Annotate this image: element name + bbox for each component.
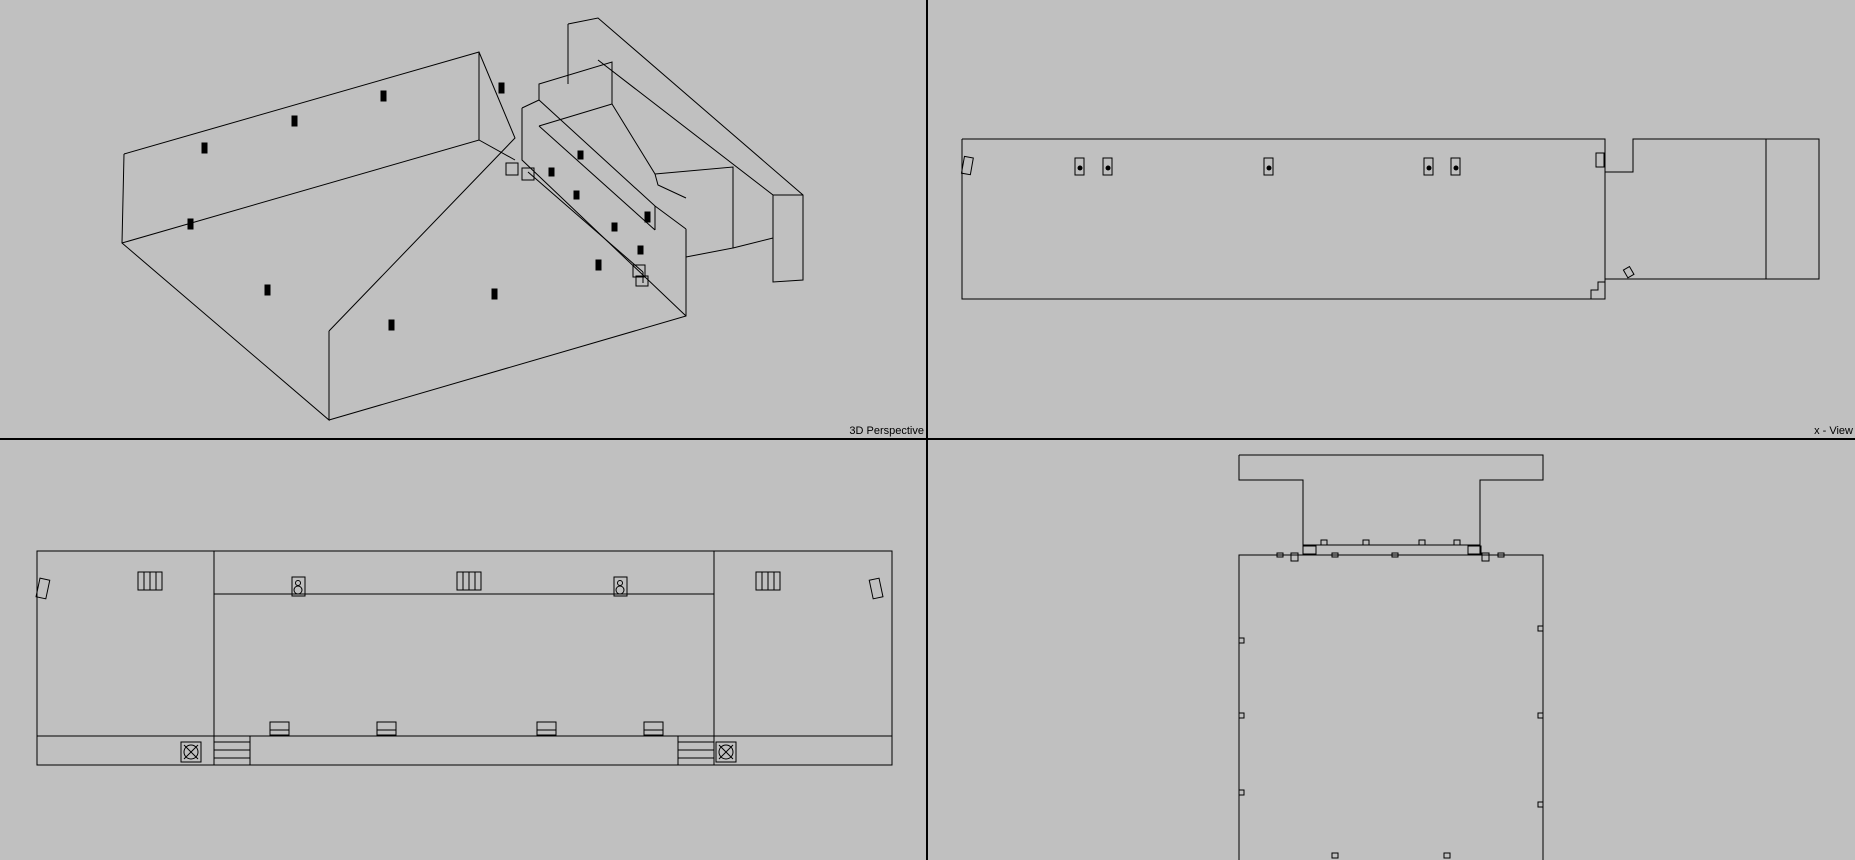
light-fixture-icon [638,246,643,254]
viewport-front-view[interactable] [0,440,926,860]
viewport-x-view[interactable]: x - View [928,0,1855,438]
viewport-label-x-view: x - View [1814,425,1853,437]
front-view-wireframe [0,440,926,860]
light-fixture-icon [596,260,601,270]
light-fixture-icon [1538,626,1543,631]
speaker-icon [1451,158,1460,175]
vent-icon [636,276,648,286]
light-fixture-icon [1454,540,1460,545]
fan-icon [716,742,736,762]
light-fixture-icon [1538,713,1543,718]
speaker-icon [292,577,305,596]
door-icon [961,156,973,174]
light-fixture-icon [292,116,297,126]
door-icon [36,578,50,599]
light-fixture-icon [1332,853,1338,858]
light-fixture-icon [1363,540,1369,545]
light-fixture-icon [202,143,207,153]
fan-icon [181,742,201,762]
light-fixture-icon [1277,553,1283,557]
light-fixture-icon [1332,553,1338,557]
light-fixture-icon [377,722,396,735]
light-fixture-icon [574,191,579,199]
speaker-icon [1103,158,1112,175]
light-fixture-icon [1239,713,1244,718]
viewport-top-view[interactable] [928,440,1855,860]
light-fixture-icon [389,320,394,330]
vent-icon [522,168,534,180]
light-fixture-icon [1538,802,1543,807]
light-fixture-icon [1239,790,1244,795]
light-fixture-icon [1321,540,1327,545]
light-fixture-icon [645,212,650,222]
viewport-label-3d-perspective: 3D Perspective [849,425,924,437]
speaker-icon [1075,158,1084,175]
door-icon [633,265,645,277]
light-fixture-icon [265,285,270,295]
light-fixture-icon [612,223,617,231]
vertical-splitter[interactable] [926,0,928,860]
speaker-icon [1264,158,1273,175]
light-fixture-icon [1392,553,1398,557]
top-view-wireframe [928,440,1855,860]
door-icon [506,163,518,175]
light-fixture-icon [1239,638,1244,643]
vent-icon [1291,553,1298,561]
speaker-icon [614,577,627,596]
light-fixture-icon [270,722,289,735]
perspective-wireframe [0,0,926,438]
light-fixture-icon [644,722,663,735]
light-fixture-icon [1498,553,1504,557]
x-view-wireframe [928,0,1855,438]
light-fixture-icon [1444,853,1450,858]
vent-icon [1482,553,1489,561]
light-fixture-icon [549,168,554,176]
light-fixture-icon [381,91,386,101]
speaker-icon [1424,158,1433,175]
horizontal-splitter[interactable] [0,438,1855,440]
light-fixture-icon [499,83,504,93]
light-fixture-icon [188,219,193,229]
light-fixture-icon [492,289,497,299]
viewport-3d-perspective[interactable]: 3D Perspective [0,0,926,438]
light-fixture-icon [1623,267,1634,278]
vent-icon [1596,153,1604,167]
light-fixture-icon [1419,540,1425,545]
door-icon [1468,546,1481,554]
light-fixture-icon [578,151,583,159]
light-fixture-icon [537,722,556,735]
door-icon [869,578,883,599]
door-icon [1303,546,1316,554]
